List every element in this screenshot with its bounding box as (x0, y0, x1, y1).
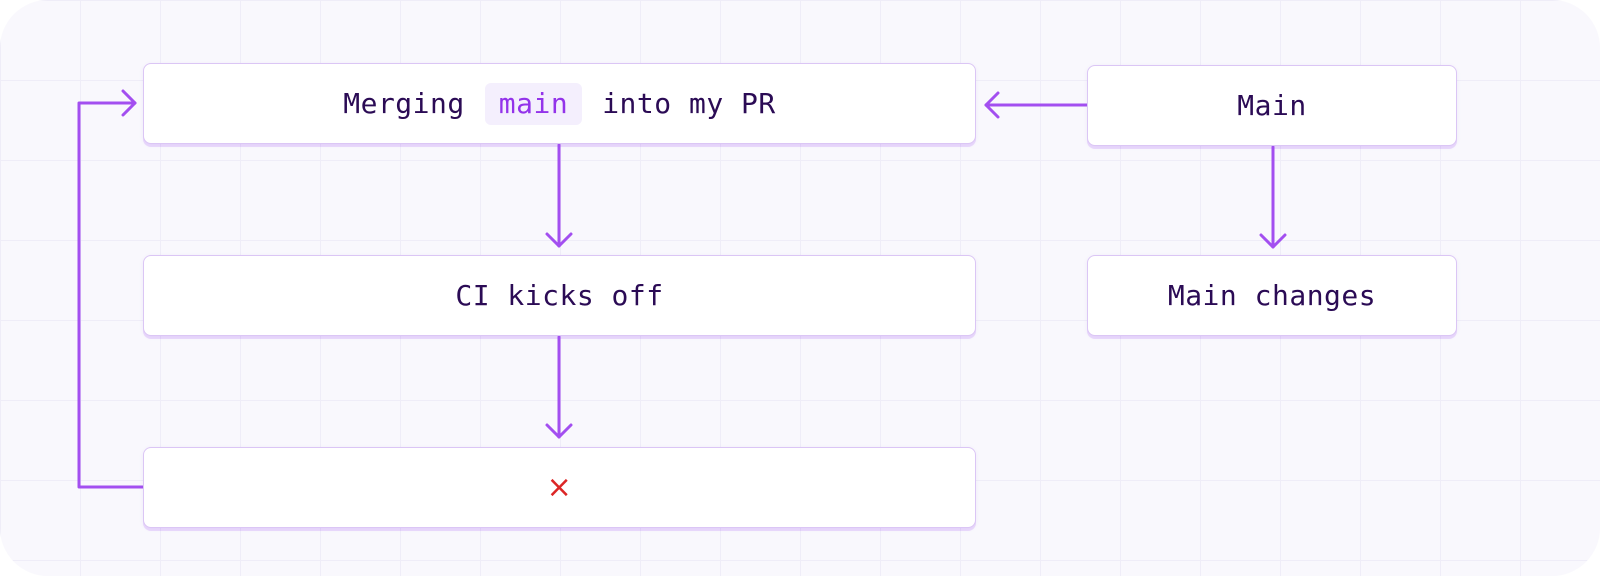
ci-node: CI kicks off (143, 255, 976, 336)
arrow-main-to-main-changes (1259, 145, 1287, 249)
fail-node: × (143, 447, 976, 528)
main-code-chip: main (484, 82, 583, 125)
arrow-fail-loop-to-merge (77, 89, 145, 489)
main-node-label: Main (1237, 89, 1307, 122)
merge-node-text-after: into my PR (602, 87, 776, 120)
fail-x-icon: × (546, 470, 573, 505)
main-changes-node: Main changes (1087, 255, 1457, 336)
merge-node-text-before: Merging (343, 87, 465, 120)
arrow-merge-to-ci (545, 143, 573, 248)
ci-node-label: CI kicks off (455, 279, 664, 312)
arrow-ci-to-fail (545, 335, 573, 439)
merge-node: Merging main into my PR (143, 63, 976, 144)
main-changes-node-label: Main changes (1167, 279, 1377, 312)
arrow-main-to-merge (984, 91, 1089, 119)
main-node: Main (1087, 65, 1457, 146)
